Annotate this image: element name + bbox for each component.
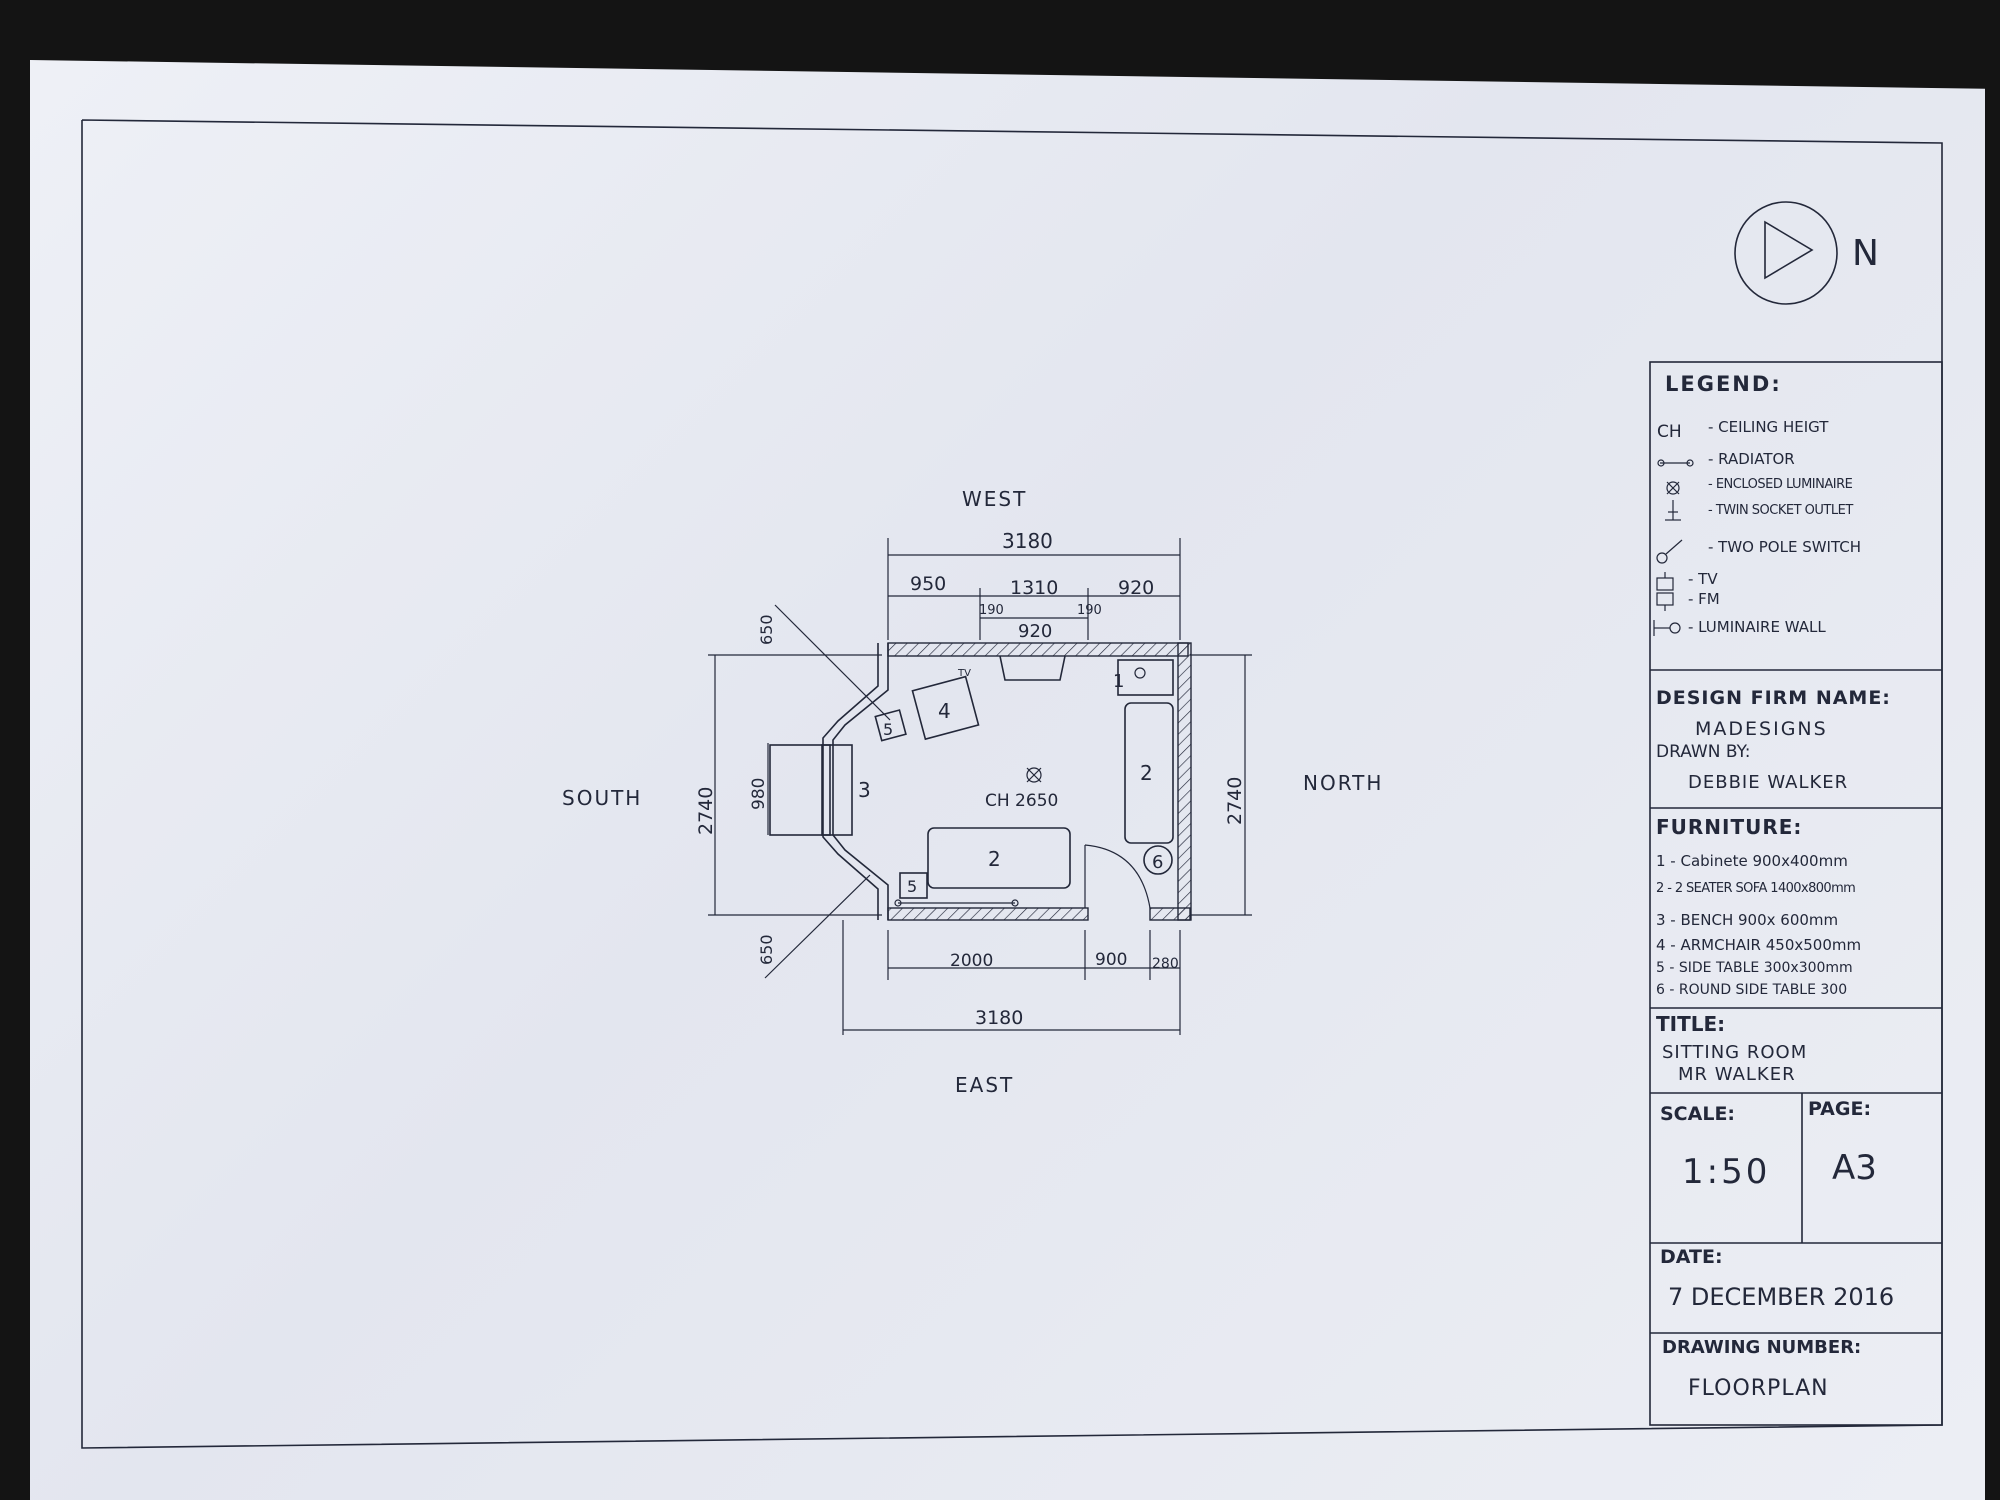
enclosed-luminaire-icon — [1026, 767, 1042, 783]
mark-round-table: 6 — [1152, 852, 1163, 873]
mark-side-table-top: 5 — [883, 720, 893, 739]
east-label: EAST — [955, 1073, 1014, 1097]
dim-right-height: 2740 — [1224, 777, 1246, 825]
title-block-frame — [1649, 361, 1943, 1426]
dim-top-total: 3180 — [1002, 529, 1053, 553]
ceiling-height-label: CH 2650 — [985, 791, 1058, 811]
dim-bottom-left: 2000 — [950, 951, 993, 971]
mark-side-table-bottom: 5 — [907, 877, 917, 896]
mark-bench: 3 — [858, 778, 871, 802]
twin-socket-icon — [1665, 500, 1681, 521]
wall-luminaire-icon — [1653, 620, 1681, 636]
dim-inner-left: 190 — [979, 603, 1004, 618]
room-walls — [769, 642, 1192, 921]
dim-top-right: 920 — [1118, 577, 1154, 599]
mark-sofa-bottom: 2 — [988, 847, 1001, 871]
sofa-right — [1124, 702, 1174, 844]
drawing-border — [81, 119, 1943, 1449]
furniture-drawn: 1 2 2 3 4 5 5 6 TV — [858, 659, 1174, 907]
north-arrow: N — [1734, 201, 1879, 305]
legend-icons — [1653, 459, 1694, 636]
tv-icon — [1656, 572, 1674, 591]
tv-mark: TV — [957, 668, 971, 679]
enclosed-luminaire-legend-icon — [1666, 481, 1680, 495]
dim-bottom-mid: 900 — [1095, 950, 1127, 970]
radiator-icon — [1657, 459, 1694, 467]
mark-cabinet: 1 — [1113, 671, 1124, 692]
dim-diag-top: 650 — [757, 614, 776, 645]
dim-diag-bottom: 650 — [757, 934, 776, 965]
switch-icon — [1656, 539, 1683, 564]
south-label: SOUTH — [562, 786, 642, 810]
sofa-bottom — [927, 827, 1071, 889]
north-arrow-label: N — [1852, 233, 1879, 274]
mark-armchair: 4 — [938, 699, 951, 723]
dim-left-height: 2740 — [695, 787, 717, 835]
cabinet-shape — [1117, 659, 1174, 696]
west-label: WEST — [962, 487, 1027, 511]
dim-bay-depth: 980 — [749, 778, 769, 810]
north-label: NORTH — [1303, 771, 1383, 795]
dim-top-mid: 1310 — [1010, 577, 1058, 599]
dim-bottom-right: 280 — [1152, 956, 1179, 972]
side-dimensions: 2740 2740 980 650 650 — [695, 604, 1252, 979]
bottom-dimensions: 2000 900 280 3180 — [842, 920, 1181, 1035]
paper-sheet — [30, 60, 1985, 1500]
dim-inner-mid: 920 — [1018, 621, 1052, 642]
top-dimensions: 3180 950 1310 920 190 920 190 — [887, 529, 1181, 642]
dim-inner-right: 190 — [1077, 603, 1102, 618]
dim-top-left: 950 — [910, 573, 946, 595]
dim-bottom-total: 3180 — [975, 1007, 1023, 1029]
armchair-shape — [911, 675, 980, 741]
mark-sofa-right: 2 — [1140, 761, 1153, 785]
fm-icon — [1656, 592, 1674, 611]
